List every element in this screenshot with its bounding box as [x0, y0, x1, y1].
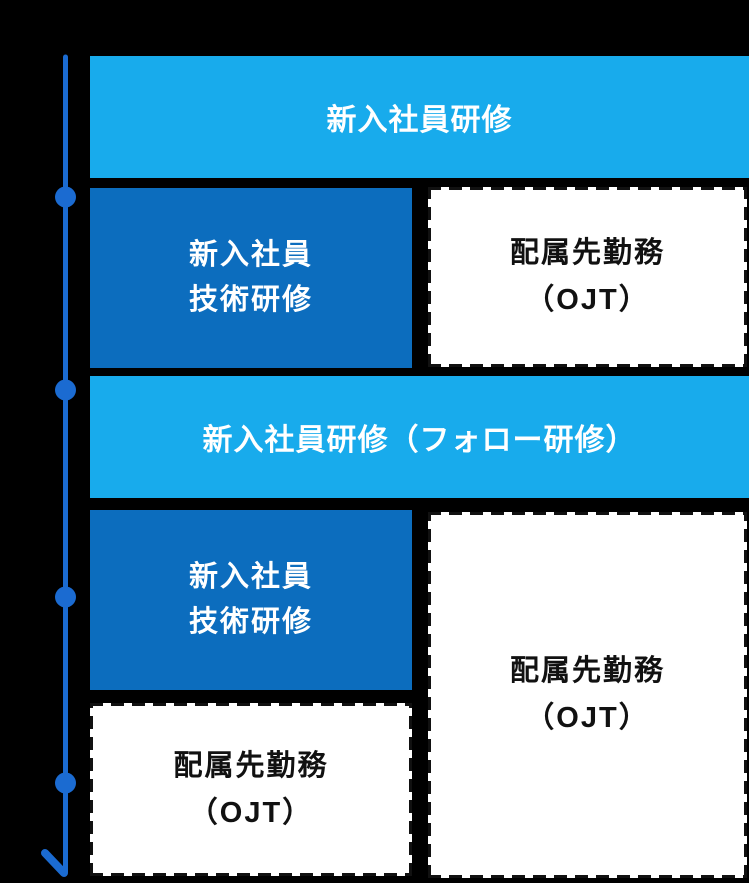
box-label-line: 技術研修: [188, 606, 313, 638]
box-label-line: 配属先勤務: [173, 749, 329, 782]
box-label-line: 新入社員: [188, 239, 313, 271]
box-ojt-assignment-3: 配属先勤務 （OJT）: [90, 703, 412, 876]
box-label-line: （OJT）: [525, 702, 650, 734]
timeline-dot-3: [55, 586, 76, 608]
phase-band-follow-up-training: 新入社員研修（フォロー研修）: [90, 376, 749, 498]
box-ojt-assignment-1: 配属先勤務 （OJT）: [428, 187, 747, 367]
timeline-arrowhead-icon: [41, 849, 68, 877]
box-technical-training-1: 新入社員 技術研修: [90, 188, 412, 368]
timeline-dot-4: [55, 772, 76, 794]
box-technical-training-2: 新入社員 技術研修: [90, 510, 412, 690]
phase-band-label: 新入社員研修: [326, 104, 513, 137]
phase-band-new-employee-training: 新入社員研修: [90, 56, 749, 178]
phase-band-label: 新入社員研修（フォロー研修）: [202, 424, 637, 457]
timeline-arrow: [41, 54, 76, 877]
timeline-dot-1: [55, 186, 76, 208]
timeline-dot-2: [55, 379, 76, 401]
box-label-line: （OJT）: [525, 284, 650, 316]
box-label-line: 技術研修: [188, 284, 313, 316]
box-ojt-assignment-2: 配属先勤務 （OJT）: [428, 512, 747, 878]
box-label-line: （OJT）: [188, 796, 314, 829]
box-label-line: 配属先勤務: [509, 237, 665, 269]
box-label-line: 新入社員: [188, 561, 313, 593]
box-label-line: 配属先勤務: [509, 655, 665, 687]
